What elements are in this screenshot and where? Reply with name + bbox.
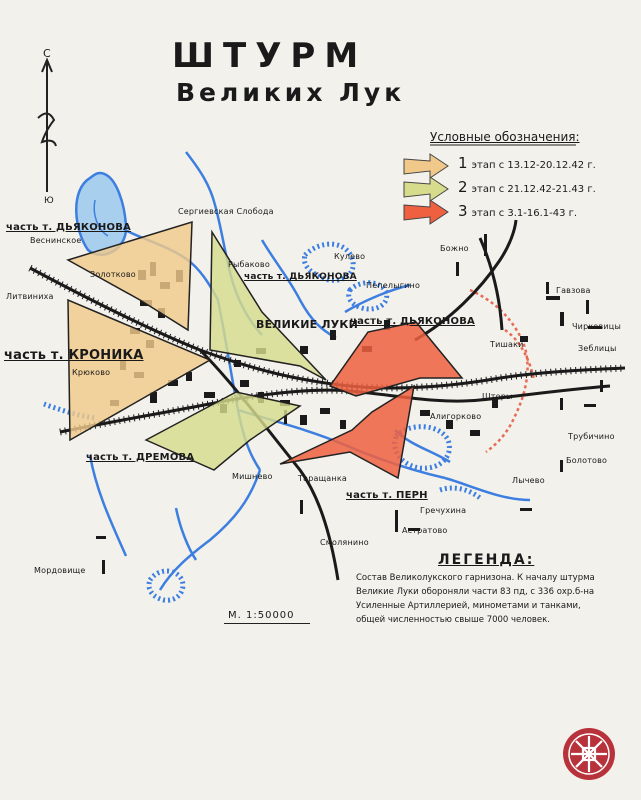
legend-num: 3	[458, 202, 468, 220]
place-label: Рыбаково	[228, 260, 270, 269]
ornament-logo-icon	[563, 728, 615, 780]
map-scale: М. 1:50000	[228, 610, 295, 621]
place-label: Трубичино	[568, 432, 615, 441]
place-label: Божно	[440, 244, 469, 253]
attack-arrows-stage-2	[144, 229, 327, 471]
place-label: Смолянино	[320, 538, 369, 547]
compass-north: С	[43, 47, 51, 60]
compass-arrow-icon	[37, 57, 57, 192]
legend-heading: ЛЕГЕНДА:	[438, 552, 535, 568]
legend-num: 1	[458, 154, 468, 172]
place-label: Алигорково	[430, 412, 482, 421]
compass-south: Ю	[44, 196, 54, 206]
scale-bar	[224, 623, 310, 624]
legend-num: 2	[458, 178, 468, 196]
place-label: Мишнево	[232, 472, 273, 481]
unit-label: часть т. ДЬЯКОНОВА	[350, 316, 475, 327]
place-label: Пепелыгино	[366, 281, 421, 290]
place-label: Астратово	[402, 526, 448, 535]
place-label: Гавзова	[556, 286, 591, 295]
city-label: ВЕЛИКИЕ ЛУКИ	[256, 318, 358, 331]
unit-label: часть т. КРОНИКА	[4, 348, 144, 363]
legend-note-line: Великие Луки обороняли части 83 пд, с 33…	[356, 587, 595, 597]
place-label: Чирковицы	[572, 322, 621, 331]
attack-arrows-stage-1	[66, 220, 212, 442]
unit-label: часть т. ДРЕМОВА	[86, 452, 195, 463]
place-label: Болотово	[566, 456, 608, 465]
place-label: Лычево	[512, 476, 545, 485]
place-label: Крюково	[72, 368, 111, 377]
place-label: Сергиевская Слобода	[178, 207, 274, 216]
place-label: Гречухина	[420, 506, 467, 515]
legend-note-line: Усиленные Артиллерией, минометами и танк…	[356, 601, 581, 611]
attack-arrows-stage-3	[279, 321, 464, 480]
front-line	[43, 241, 482, 603]
map-title: ШТУРМ	[172, 36, 368, 76]
unit-label: часть т. ПЕРН	[346, 490, 428, 501]
place-label: Веснинское	[30, 236, 82, 245]
place-label: Тишаки	[490, 340, 524, 349]
unit-label: часть т. ДЬЯКОНОВА	[6, 222, 131, 233]
place-label: Литвиниха	[6, 292, 54, 301]
legend-title: Условные обозначения:	[430, 130, 580, 144]
place-label: Мордовище	[34, 566, 86, 575]
place-label: Зеблицы	[578, 344, 617, 353]
place-label: Таращанка	[298, 474, 347, 483]
place-label: Шторы	[482, 392, 513, 401]
legend-note-line: общей численностью свыше 7000 человек.	[356, 615, 550, 625]
legend-note-line: Состав Великолукского гарнизона. К начал…	[356, 573, 595, 583]
legend-arrows	[403, 153, 449, 225]
unit-label: часть т. ДЬЯКОНОВА	[244, 272, 357, 282]
legend-text: этап с 21.12.42-21.43 г.	[471, 184, 596, 195]
place-label: Золотково	[90, 270, 136, 279]
place-label: Кулево	[334, 252, 366, 261]
map-subtitle: Великих Лук	[176, 78, 406, 107]
legend-text: этап с 13.12-20.12.42 г.	[471, 160, 596, 171]
legend-text: этап с 3.1-16.1-43 г.	[471, 208, 578, 219]
